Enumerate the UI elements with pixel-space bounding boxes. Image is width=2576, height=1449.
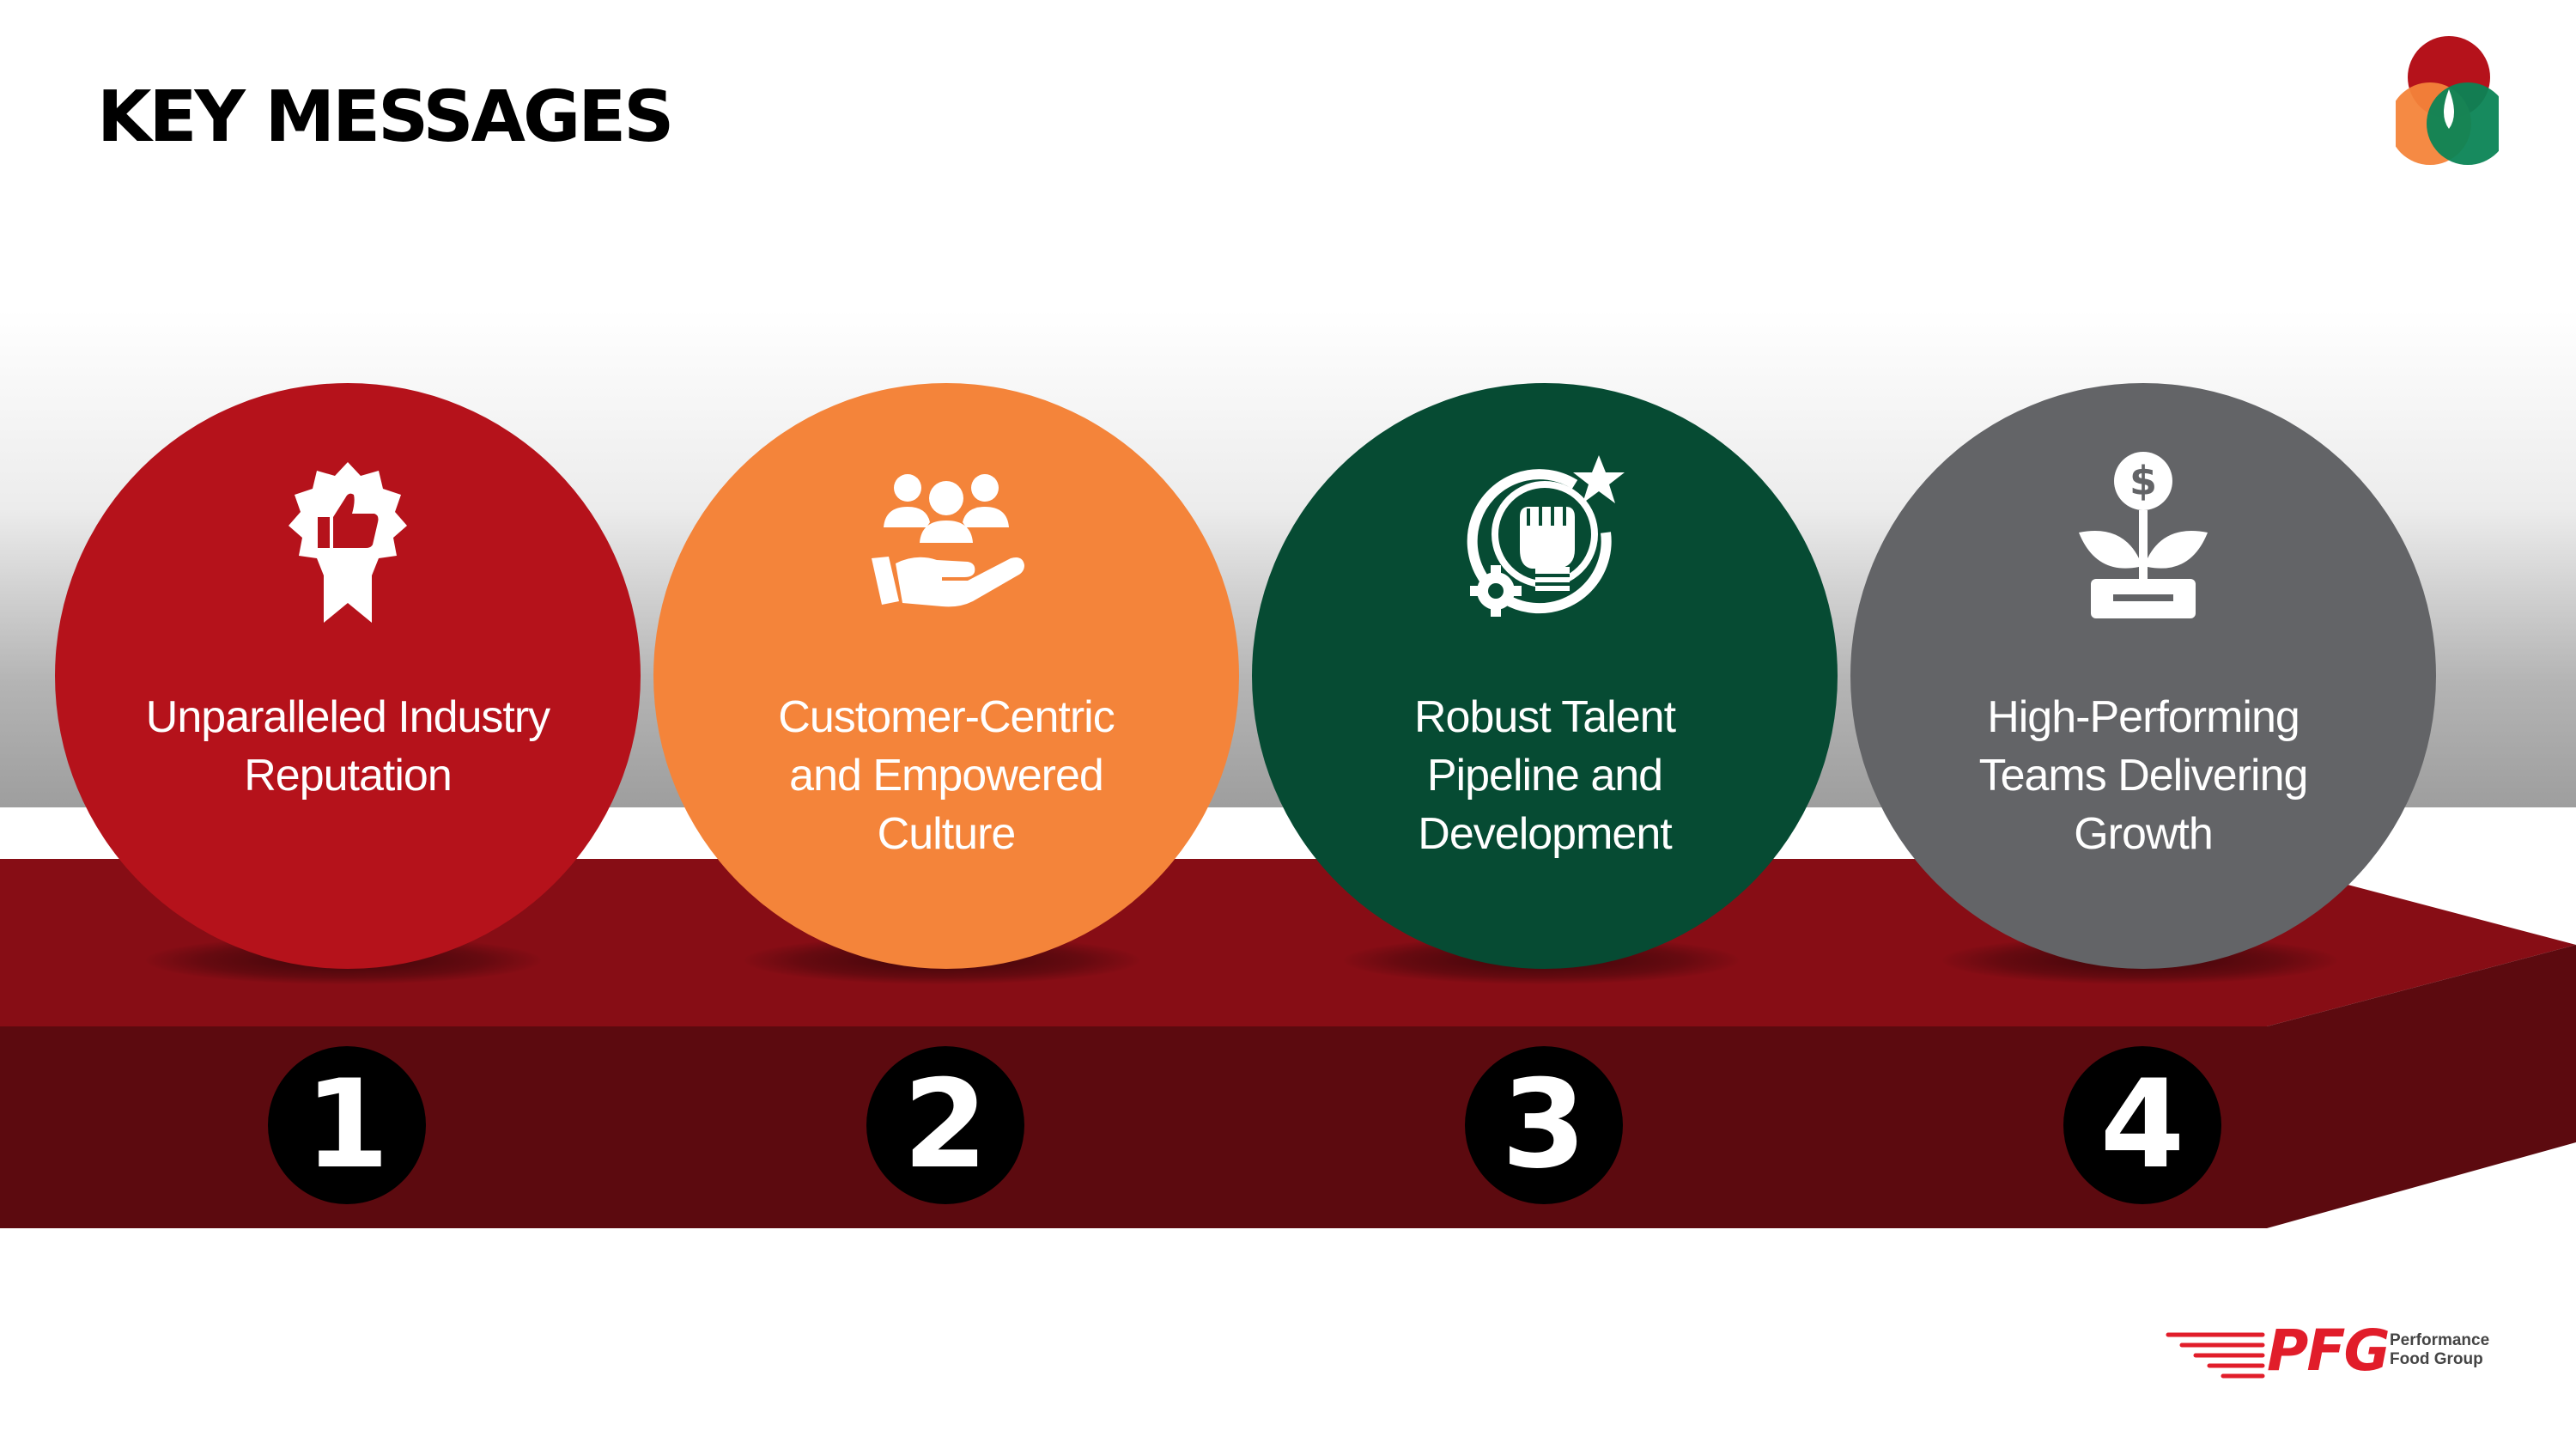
message-label-2: Customer-Centric and Empowered Culture bbox=[778, 692, 1115, 859]
message-circle-2: Customer-Centric and Empowered Culture bbox=[653, 383, 1239, 969]
message-circle-1: Unparalleled Industry Reputation bbox=[55, 383, 641, 969]
svg-text:$: $ bbox=[2129, 458, 2157, 504]
step-number-4: 4 bbox=[2063, 1046, 2221, 1204]
message-label-4: High-Performing Teams Delivering Growth bbox=[1978, 692, 2309, 859]
pfg-company-name: Performance Food Group bbox=[2390, 1331, 2490, 1368]
message-circle-3: Robust Talent Pipeline and Development bbox=[1252, 383, 1838, 969]
brand-logo-icon bbox=[2396, 36, 2499, 165]
pfg-mark: PFG bbox=[2267, 1318, 2391, 1384]
page-title: KEY MESSAGES bbox=[97, 76, 674, 158]
pfg-logo: PFG Performance Food Group bbox=[2160, 1323, 2503, 1391]
message-label-3: Robust Talent Pipeline and Development bbox=[1413, 692, 1676, 859]
step-number-3: 3 bbox=[1465, 1046, 1623, 1204]
step-number-2: 2 bbox=[866, 1046, 1024, 1204]
speed-lines-icon bbox=[2166, 1332, 2265, 1379]
money-plant-icon: $ bbox=[2079, 452, 2208, 618]
fist-star-gear-icon bbox=[1467, 455, 1625, 617]
hand-team-icon bbox=[872, 474, 1024, 607]
message-label-1: Unparalleled Industry Reputation bbox=[145, 692, 550, 801]
step-number-1: 1 bbox=[268, 1046, 426, 1204]
message-circle-4: $ High-Performing Teams Delivering Growt… bbox=[1850, 383, 2436, 969]
award-thumbs-up-icon bbox=[289, 462, 407, 623]
